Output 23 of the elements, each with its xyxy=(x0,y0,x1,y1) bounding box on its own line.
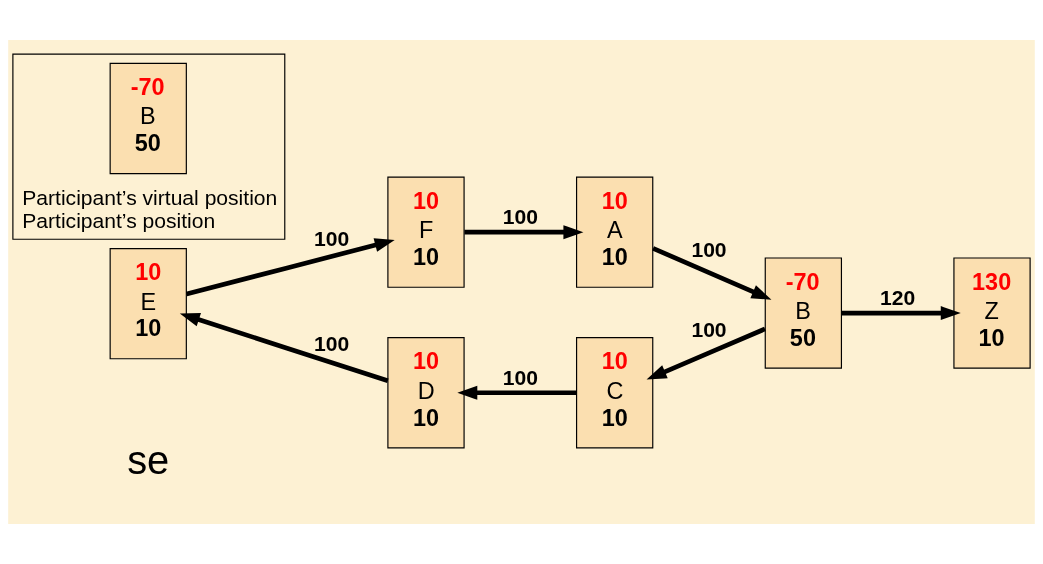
label: se xyxy=(127,438,170,483)
arrow xyxy=(464,225,584,240)
arrow xyxy=(841,306,961,321)
edge-label: 100 xyxy=(691,317,727,341)
arrow xyxy=(652,246,772,300)
edge-label: 100 xyxy=(502,366,538,390)
edge-label: 120 xyxy=(880,286,916,310)
edge-label: 100 xyxy=(314,332,350,356)
node-box: 130 Z 10 xyxy=(953,257,1031,369)
node-box: -70 B 50 xyxy=(109,62,187,175)
arrow xyxy=(646,326,766,380)
node-box: 10 E 10 xyxy=(109,248,187,360)
arrow xyxy=(457,385,577,400)
node-box: 10 C 10 xyxy=(576,337,654,449)
arrow xyxy=(185,238,395,297)
node-box: 10 D 10 xyxy=(387,337,465,449)
arrow xyxy=(179,313,389,383)
edge-label: 100 xyxy=(691,238,727,262)
node-box: 10 F 10 xyxy=(387,176,465,288)
edge-label: 100 xyxy=(314,226,350,250)
node-box: -70 B 50 xyxy=(764,257,842,369)
node-box: 10 A 10 xyxy=(576,176,654,288)
edge-label: 100 xyxy=(502,205,538,229)
